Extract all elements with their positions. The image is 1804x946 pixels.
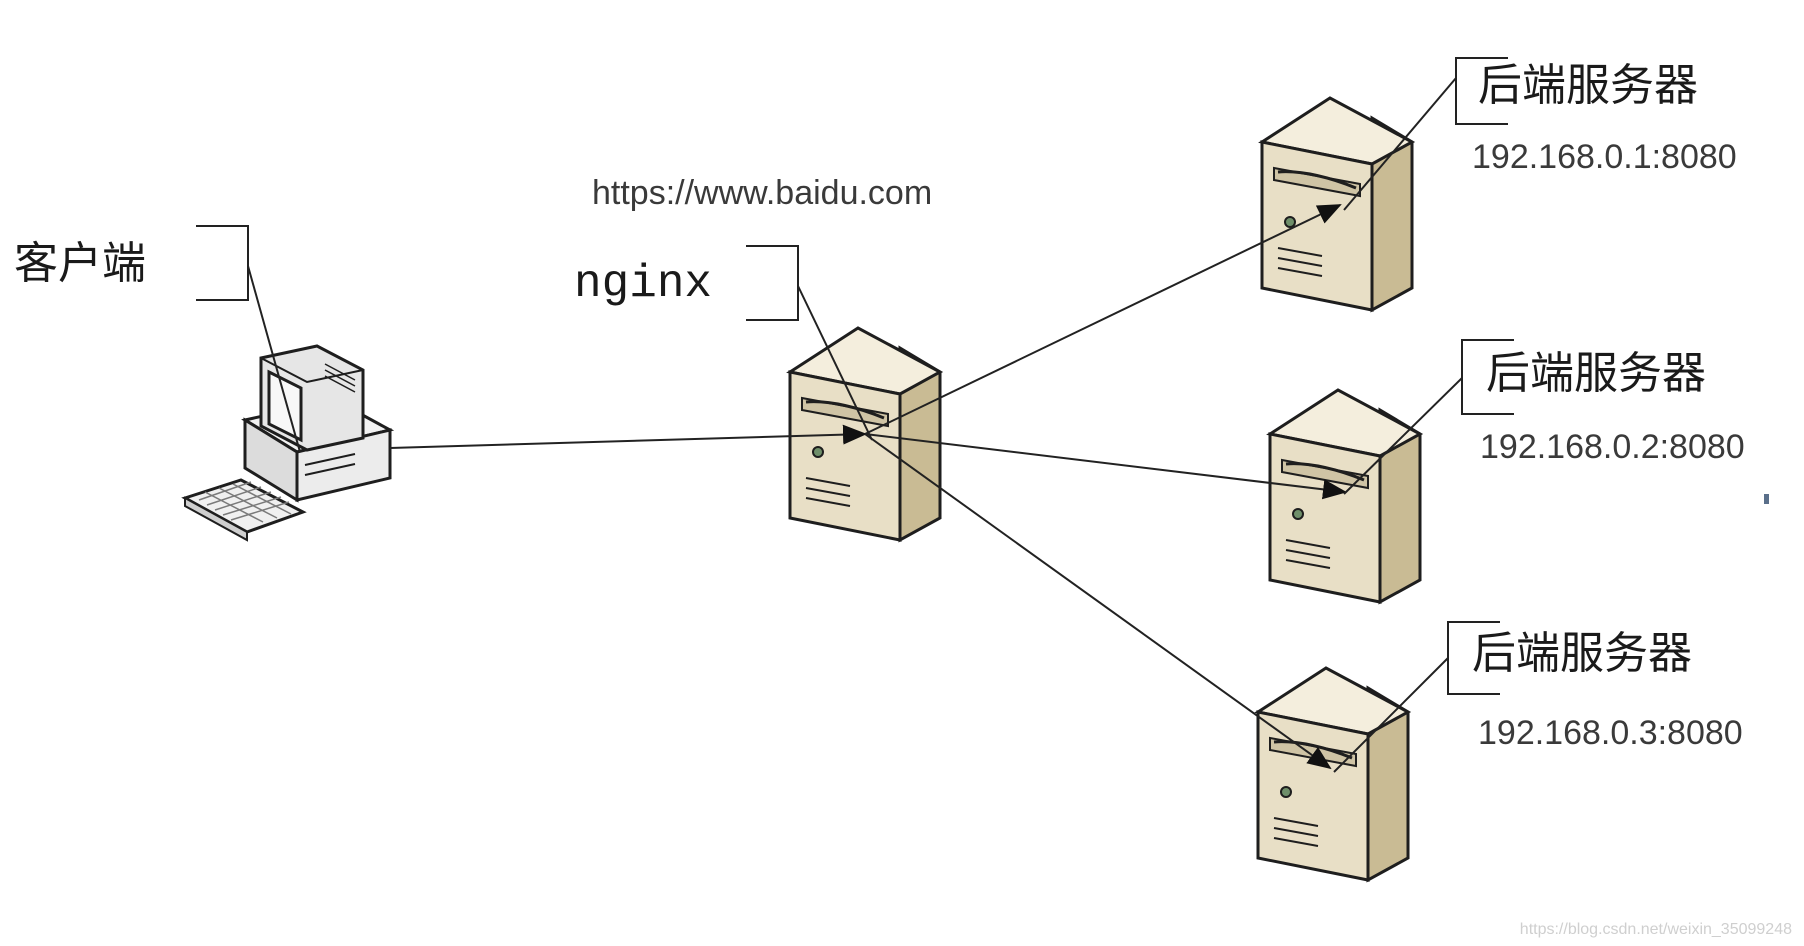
edge-marker (1764, 494, 1769, 504)
proxy-url-label: https://www.baidu.com (592, 174, 932, 212)
backend-1-leader-line (1343, 77, 1457, 211)
server-icon (1260, 96, 1414, 312)
backend-1-label: 后端服务器 (1478, 60, 1698, 111)
backend-2-label: 后端服务器 (1486, 348, 1706, 399)
client-leader-line (247, 265, 301, 453)
backend-2-label-bracket (1461, 339, 1514, 415)
server-icon (1256, 666, 1410, 882)
nginx-to-backend-1-arrow (864, 204, 1342, 435)
backend-1-address: 192.168.0.1:8080 (1472, 138, 1737, 176)
nginx-label: nginx (574, 258, 712, 310)
client-label-bracket (196, 225, 249, 301)
nginx-to-backend-2-arrow (864, 433, 1347, 500)
client-computer (181, 344, 395, 542)
backend-server-2 (1268, 388, 1422, 604)
nginx-to-backend-3-arrow (864, 433, 1332, 770)
backend-3-leader-line (1333, 657, 1449, 773)
client-to-nginx-arrow (389, 424, 867, 449)
backend-3-address: 192.168.0.3:8080 (1478, 714, 1743, 752)
backend-3-label: 后端服务器 (1472, 628, 1692, 679)
client-label: 客户端 (14, 238, 146, 289)
nginx-leader-line (797, 285, 873, 441)
nginx-label-bracket (746, 245, 799, 321)
backend-server-1 (1260, 96, 1414, 312)
backend-2-address: 192.168.0.2:8080 (1480, 428, 1745, 466)
backend-2-leader-line (1343, 377, 1463, 495)
server-icon (1268, 388, 1422, 604)
backend-server-3 (1256, 666, 1410, 882)
watermark: https://blog.csdn.net/weixin_35099248 (1520, 921, 1792, 938)
desktop-computer-icon (181, 344, 395, 542)
backend-1-label-bracket (1455, 57, 1508, 125)
